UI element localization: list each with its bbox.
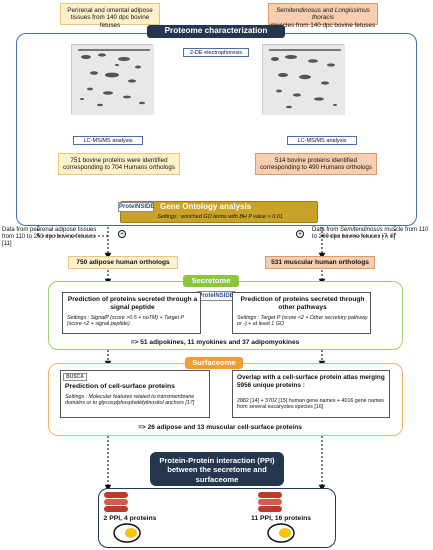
secretome-badge: Secretome bbox=[183, 275, 239, 287]
cell-surface-title: Prediction of cell-surface proteins bbox=[65, 383, 175, 390]
cell-surface-prediction-box: BUSCA Prediction of cell-surface protein… bbox=[60, 370, 210, 418]
muscle-source-italic: Semitendinosus and Longissimus thoracis bbox=[276, 7, 370, 22]
electrophoresis-label: 2-DE electrophoresis bbox=[183, 48, 249, 57]
lcms-label-left: LC-MS/MS analysis bbox=[73, 136, 143, 145]
gel-spots-left bbox=[72, 45, 154, 115]
busca-logo: BUSCA bbox=[63, 373, 87, 381]
gel-spots-right bbox=[263, 45, 345, 115]
ppi-right-result: 11 PPI, 16 proteins bbox=[250, 515, 312, 522]
other-pathways-settings: Settings : Target P (score <2 + Other se… bbox=[237, 315, 368, 328]
go-title: Gene Ontology analysis bbox=[160, 202, 252, 211]
surface-atlas-box: Overlap with a cell-surface protein atla… bbox=[232, 370, 390, 418]
proteinside-logo-secretome: ProteINSIDE bbox=[197, 291, 235, 301]
extra-muscle-prefix: Data from bbox=[312, 227, 341, 233]
muscle-source-box: Semitendinosus and Longissimus thoracis … bbox=[268, 3, 378, 29]
adipose-orthologs-box: 750 adipose human orthologs bbox=[68, 256, 178, 269]
surface-atlas-detail: 2882 [14] + 3702 [15] human gene names +… bbox=[237, 398, 384, 411]
other-pathways-title: Prediction of proteins secreted through … bbox=[240, 296, 365, 311]
go-analysis-bar bbox=[120, 201, 318, 223]
gel-image-right bbox=[262, 44, 345, 115]
secretome-result: => 51 adipokines, 11 myokines and 37 adi… bbox=[130, 339, 300, 346]
muscle-source-text: muscles from 140 dpc bovine fetuses bbox=[271, 21, 375, 29]
surfaceome-badge: Surfaceome bbox=[185, 357, 243, 369]
extra-adipose-data: Data from perirenal adipose tissues from… bbox=[2, 227, 97, 248]
signal-peptide-title: Prediction of proteins secreted through … bbox=[67, 296, 198, 311]
surface-atlas-title: Overlap with a cell-surface protein atla… bbox=[237, 374, 385, 389]
adipose-source-box: Perirenal and omental adipose tissues fr… bbox=[60, 3, 160, 29]
adipose-source-text: Perirenal and omental adipose tissues fr… bbox=[67, 7, 153, 29]
ppi-left-result: 2 PPI, 4 proteins bbox=[103, 515, 157, 522]
signal-peptide-settings: Settings : SignalP (score >0.5 + noTM) +… bbox=[67, 315, 184, 328]
surfaceome-result: => 26 adipose and 13 muscular cell-surfa… bbox=[138, 424, 302, 431]
other-pathways-box: Prediction of proteins secreted through … bbox=[232, 292, 371, 334]
proteome-title: Proteome characterization bbox=[147, 25, 285, 38]
plus-icon-left: + bbox=[118, 230, 126, 238]
muscle-orthologs-box: 531 muscular human orthologs bbox=[265, 256, 375, 269]
gel-image-left bbox=[71, 44, 154, 115]
lcms-label-right: LC-MS/MS analysis bbox=[287, 136, 357, 145]
plus-icon-right: + bbox=[296, 230, 304, 238]
proteinside-logo-go: ProteINSIDE bbox=[118, 202, 155, 212]
cell-surface-settings: Settings : Molecular features related to… bbox=[65, 394, 195, 407]
muscle-result-box: 514 bovine proteins identified correspon… bbox=[255, 153, 377, 175]
extra-muscle-rest: muscle from 110 to 260 dpc bovine fetuse… bbox=[312, 227, 429, 241]
extra-muscle-data: Data from Semitendinosus muscle from 110… bbox=[312, 227, 430, 251]
adipose-result-text: 751 bovine proteins were identified corr… bbox=[62, 157, 175, 172]
extra-muscle-italic: Semitendinosus bbox=[340, 227, 383, 233]
ppi-title: Protein-Protein interaction (PPI) betwee… bbox=[150, 452, 284, 486]
muscle-result-text: 514 bovine proteins identified correspon… bbox=[259, 157, 372, 172]
adipose-result-box: 751 bovine proteins were identified corr… bbox=[58, 153, 180, 175]
signal-peptide-box: Prediction of proteins secreted through … bbox=[62, 292, 201, 334]
go-settings: Settings : enriched GO terms with BH P v… bbox=[157, 214, 283, 220]
